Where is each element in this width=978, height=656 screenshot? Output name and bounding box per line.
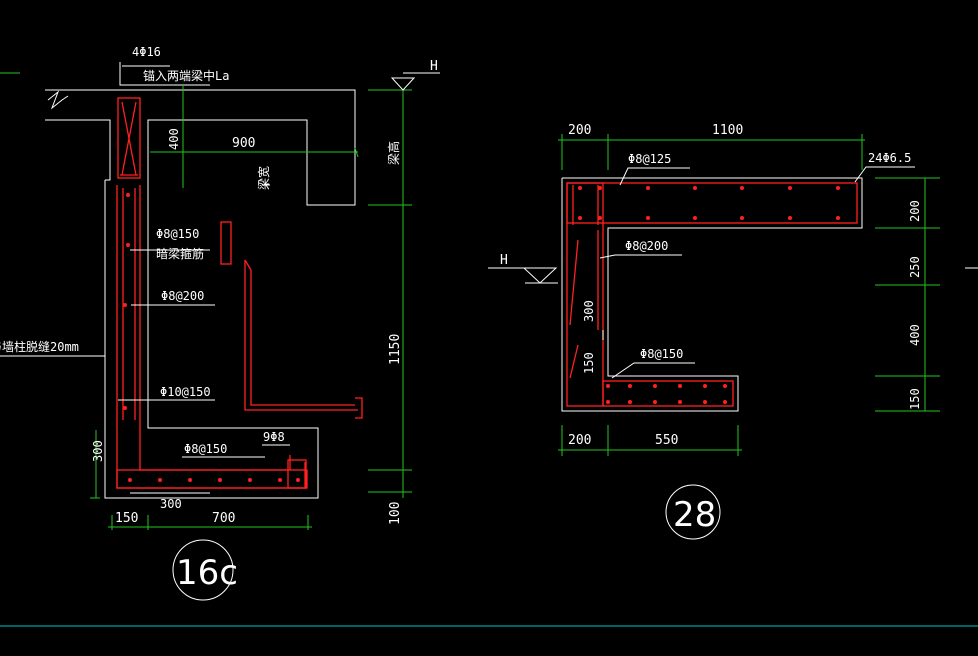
rebar-cage-28	[566, 182, 858, 407]
detail-28: 200 1100 Φ8@125 24Φ6.5 Φ8@200 300 150 Φ8…	[488, 123, 978, 540]
top-column-rebar	[117, 97, 141, 179]
wall-rebar	[116, 185, 308, 489]
text-28-bar-200: Φ8@200	[625, 239, 668, 253]
text-28-dim-r400: 400	[908, 324, 922, 346]
text-level-16c: H	[430, 59, 438, 74]
text-28-dim-150-v: 150	[582, 352, 596, 374]
text-28-dim-1100: 1100	[712, 123, 743, 138]
detail-circle-16c	[172, 539, 234, 601]
text-bar-9: 9Φ8	[263, 430, 285, 444]
text-28-dim-200-bottom: 200	[568, 433, 591, 448]
detail-circle-28	[665, 484, 721, 540]
text-bar-8-200: Φ8@200	[161, 289, 204, 303]
dim-lines-16c	[90, 85, 412, 530]
text-dim-300-left: 300	[91, 440, 105, 462]
level-mark-28	[488, 267, 558, 284]
text-label-28: 28	[673, 495, 716, 535]
text-hidden-beam-note: 暗梁箍筋	[156, 246, 204, 261]
text-28-dim-550: 550	[655, 433, 678, 448]
rebar-dots-28	[578, 186, 840, 404]
beam-outline	[45, 89, 356, 206]
text-gap-note: 与墙柱脱缝20mm	[0, 339, 79, 354]
dim-lines-28	[558, 134, 940, 456]
l-rebar	[244, 259, 363, 419]
text-dim-150: 150	[115, 511, 138, 526]
text-label-16c: 16c	[176, 553, 238, 593]
text-28-dim-300: 300	[582, 300, 596, 322]
text-anchor-note: 锚入两端梁中La	[143, 68, 229, 83]
text-dim-300-bottom: 300	[160, 497, 182, 511]
text-28-dim-r150: 150	[908, 388, 922, 410]
leader-lines-28	[599, 166, 915, 379]
text-dim-1150: 1150	[388, 334, 403, 365]
text-28-bar-24: 24Φ6.5	[868, 151, 911, 165]
leader-lines	[0, 62, 290, 494]
text-beam-note: 梁宽	[256, 166, 271, 190]
rebar-dots	[123, 193, 300, 482]
text-dim-900: 900	[232, 136, 255, 151]
text-hidden-beam-bar: Φ8@150	[156, 227, 199, 241]
text-top-bar: 4Φ16	[132, 45, 161, 59]
text-bar-10-150: Φ10@150	[160, 385, 211, 399]
text-28-dim-200-top: 200	[568, 123, 591, 138]
level-mark-16c	[390, 72, 440, 91]
text-28-dim-r200: 200	[908, 200, 922, 222]
text-28-bar-125: Φ8@125	[628, 152, 671, 166]
text-dim-100: 100	[388, 502, 403, 525]
wall-outline	[104, 180, 319, 499]
text-28-bar-150: Φ8@150	[640, 347, 683, 361]
hidden-beam-stirrup	[220, 221, 232, 265]
text-level-28: H	[500, 253, 508, 268]
text-bar-8-150: Φ8@150	[184, 442, 227, 456]
text-dim-700: 700	[212, 511, 235, 526]
text-dim-400: 400	[167, 128, 181, 150]
detail-16c: 4Φ16 锚入两端梁中La 400 900 梁宽 Φ8@150 暗梁箍筋 Φ8@…	[0, 45, 440, 601]
text-dim-beam-height: 梁高	[386, 141, 401, 165]
section-outline-28	[561, 177, 863, 412]
text-28-dim-r250: 250	[908, 256, 922, 278]
